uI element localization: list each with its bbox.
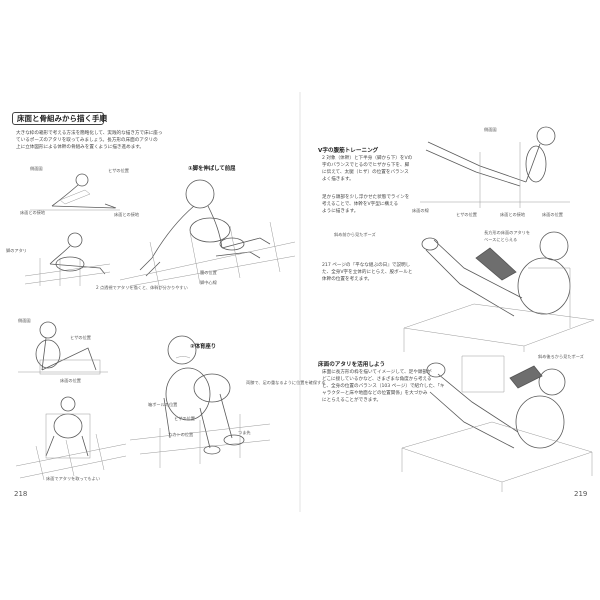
- intro-line-3: 上に立体図形による体幹の骨組みを置くように描き進めます。: [16, 145, 145, 150]
- heading1-line-3: に伝えて、太腿（ヒザ）の位置をバランス: [322, 170, 409, 175]
- torso-note: 腰の位置: [200, 270, 217, 275]
- sketch-v-sit-front: [403, 231, 595, 352]
- knee-pos-label: ヒザの位置: [456, 212, 477, 217]
- heading2-line-1: 床面に長方形の枠を描いてイメージして、足や頭部が: [322, 370, 432, 375]
- knee-position-label: ヒザの位置: [174, 416, 195, 421]
- foot-position-label: つま先: [238, 430, 251, 435]
- sketch-v-sit-side: [420, 126, 570, 208]
- right-heading-2: 床面のアタリを活用しよう: [318, 362, 386, 368]
- mid-note-line-3: ように描きます。: [322, 209, 359, 214]
- joint-position-label: ヒザの位置: [108, 168, 129, 173]
- page-number-right: 219: [574, 490, 588, 498]
- box-note: 箱ボールの位置: [148, 402, 178, 407]
- step-2-heading: ②体育座り: [190, 344, 217, 350]
- diag-note-line-2: ベースにとらえる: [484, 237, 518, 242]
- sketch-v-sit-back: [401, 355, 593, 492]
- right-side-view-label: 側面図: [484, 127, 497, 132]
- heading2-line-2: どこに接しているかなど、さまざまな角度から考える: [322, 377, 432, 382]
- right-page: [300, 92, 600, 512]
- sketch-forward-bend-perspective: [119, 179, 296, 291]
- diagonal-front-label: 斜め前から見たポーズ: [334, 232, 376, 237]
- heading2-line-4: ャラクターと床や地面などの位置関係」を大づかみ: [322, 391, 428, 396]
- knee-label: ヒザの位置: [70, 335, 91, 340]
- step-1-heading: ①脚を伸ばして前屈: [188, 166, 236, 172]
- sketch-floor-grid: [15, 396, 127, 481]
- sketch-small-seated: [24, 232, 111, 286]
- floor-contact-label: 床面との接地: [20, 210, 46, 215]
- heel-position-label: カカトの位置: [168, 432, 194, 437]
- sketch-side-forward-bend: [30, 173, 120, 211]
- ref-note-line-2: た、全身V字を立体的にとらえ、股ボールと: [322, 270, 413, 275]
- hip-note: 脚中心線: [200, 280, 217, 285]
- page-number-left: 218: [14, 490, 28, 498]
- floor-line-label: 床面の線: [412, 208, 429, 213]
- heading1-line-2: 字のバランスでとるのでヒザから下を、脚: [322, 163, 410, 168]
- diag-note-line-1: 長方形の床面のアタリを: [484, 230, 531, 235]
- torso-pos-label: 床面の位置: [542, 212, 563, 217]
- leg-atari-label: 脚のアタリ: [6, 248, 27, 253]
- right-heading-1: V字の腹筋トレーニング: [318, 148, 379, 154]
- bottom-note: 床面でアタリを取ってもよい: [46, 476, 101, 481]
- heading2-line-5: にとらえることができます。: [322, 398, 382, 403]
- side-view-label-1: 側面図: [30, 166, 43, 171]
- sketch-knees-up-perspective: [129, 335, 271, 468]
- ground-contact-label: 床面との接地: [114, 212, 140, 217]
- mid-note-line-1: 足から頭部を少し浮かせた状態でラインを: [322, 195, 410, 200]
- intro-line-1: 大きな枠の箱形で考える方法を簡略化して、実践的な描き方で床に座っ: [16, 131, 163, 136]
- joint-note: 両膝で、足の重なるように位置を確保する: [246, 380, 326, 385]
- ref-note-line-3: 体幹の位置を考えます。: [322, 277, 373, 282]
- section-title: 床面と骨組みから描く手順: [12, 112, 107, 125]
- floor-label: 床面の位置: [60, 378, 81, 383]
- side-view-label-2: 側面図: [18, 318, 31, 323]
- mid-note-line-2: 考えることで、体幹をV字型に構える: [322, 202, 399, 207]
- hip-floor-label: 床面との接地: [500, 212, 526, 217]
- intro-line-2: ているポーズのアタリを取ってみましょう。長方形の床面のアタリの: [16, 138, 158, 143]
- ref-note-line-1: 217 ページの『平なな組ぶの日』で説明し: [322, 263, 411, 268]
- diagonal-back-label: 斜め後ろから見たポーズ: [538, 354, 584, 359]
- grid-note: 2 点透視でアタリを描くと、体幹が分かりやすい: [96, 285, 188, 290]
- gutter: [299, 92, 301, 512]
- heading1-line-4: よく描きます。: [322, 177, 354, 182]
- sketch-side-seated: [18, 321, 108, 375]
- heading1-line-1: 2 対象（体幹）と下半身（脚から下）をVの: [322, 156, 413, 161]
- heading2-line-3: と、全身の位置のバランス（103 ページ）で紹介した、「キ: [322, 384, 445, 389]
